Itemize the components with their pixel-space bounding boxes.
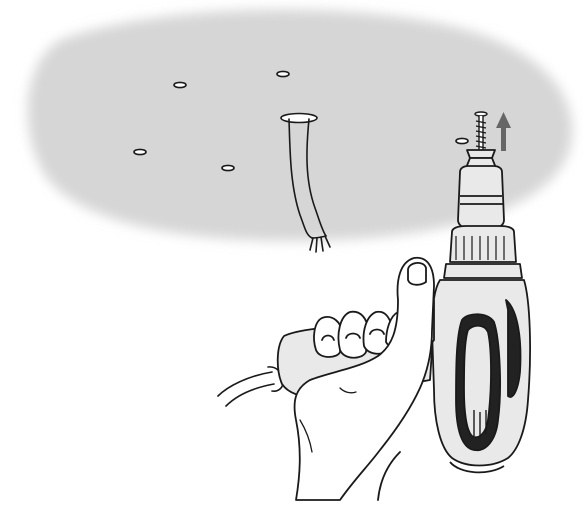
hand-icon — [295, 258, 434, 500]
power-cord — [218, 367, 283, 406]
screw-hole — [277, 71, 289, 76]
screw-hole — [134, 149, 146, 154]
screw-hole — [174, 82, 186, 87]
screw-hole — [222, 165, 234, 170]
screw-hole — [456, 138, 468, 143]
